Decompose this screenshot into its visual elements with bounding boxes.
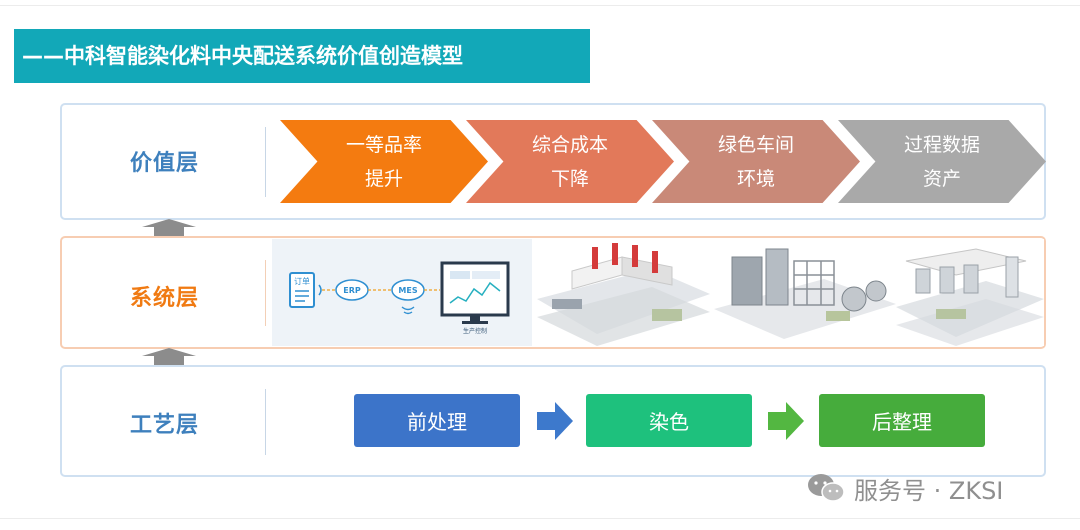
up-arrow-icon xyxy=(142,348,196,366)
value-chevron-2-line1: 综合成本 xyxy=(531,133,608,156)
process-step-dyeing: 染色 xyxy=(586,394,752,447)
bottom-divider xyxy=(0,518,1080,519)
equipment-render-3 xyxy=(896,239,1044,346)
system-layer-label: 系统层 xyxy=(129,286,199,311)
system-layer-divider xyxy=(265,260,266,326)
value-chevron-4: 过程数据资产 xyxy=(838,120,1046,203)
order-tablet-icon xyxy=(289,272,315,308)
system-layer-panel: 系统层 订单 ERP MES 生产控制 xyxy=(60,236,1046,349)
page-title: ——中科智能染化料中央配送系统价值创造模型 xyxy=(14,29,590,83)
up-arrow-icon xyxy=(142,219,196,237)
mes-label: MES xyxy=(398,286,417,295)
signal-icon xyxy=(401,306,415,315)
value-chevron-1-line2: 提升 xyxy=(364,167,403,190)
value-chevron-2: 综合成本下降 xyxy=(466,120,674,203)
watermark-text: 服务号 · ZKSI xyxy=(854,476,1004,505)
value-chevron-4-line1: 过程数据 xyxy=(903,133,980,156)
watermark: 服务号 · ZKSI xyxy=(806,470,1003,506)
value-chevron-4-line2: 资产 xyxy=(922,167,961,190)
wireless-icon xyxy=(318,284,322,296)
monitor-caption: 生产控制 xyxy=(463,327,487,335)
process-step-pretreatment: 前处理 xyxy=(354,394,520,447)
top-divider xyxy=(0,5,1080,6)
monitor-icon xyxy=(440,261,510,324)
value-chevron-1: 一等品率提升 xyxy=(280,120,488,203)
right-arrow-icon xyxy=(768,402,804,440)
value-layer-panel: 价值层 一等品率提升 综合成本下降 绿色车间环境 过程数据资产 xyxy=(60,103,1046,220)
equipment-render-1 xyxy=(532,239,714,346)
value-chevron-3-line1: 绿色车间 xyxy=(717,133,794,156)
value-chevron-3-line2: 环境 xyxy=(736,167,775,190)
value-chevron-2-line2: 下降 xyxy=(550,167,589,190)
erp-label: ERP xyxy=(343,286,361,295)
value-chevron-3: 绿色车间环境 xyxy=(652,120,860,203)
it-system-diagram: 订单 ERP MES 生产控制 xyxy=(272,239,532,346)
equipment-render-2 xyxy=(714,239,896,346)
process-layer-panel: 工艺层 前处理 染色 后整理 xyxy=(60,365,1046,477)
process-layer-label: 工艺层 xyxy=(129,413,199,438)
process-layer-divider xyxy=(265,389,266,455)
value-layer-label: 价值层 xyxy=(129,151,199,176)
value-layer-divider xyxy=(265,127,266,197)
right-arrow-icon xyxy=(537,402,573,440)
order-label: 订单 xyxy=(294,276,310,286)
wechat-icon xyxy=(808,474,845,502)
value-chevron-1-line1: 一等品率 xyxy=(345,133,422,156)
process-step-finishing: 后整理 xyxy=(819,394,985,447)
